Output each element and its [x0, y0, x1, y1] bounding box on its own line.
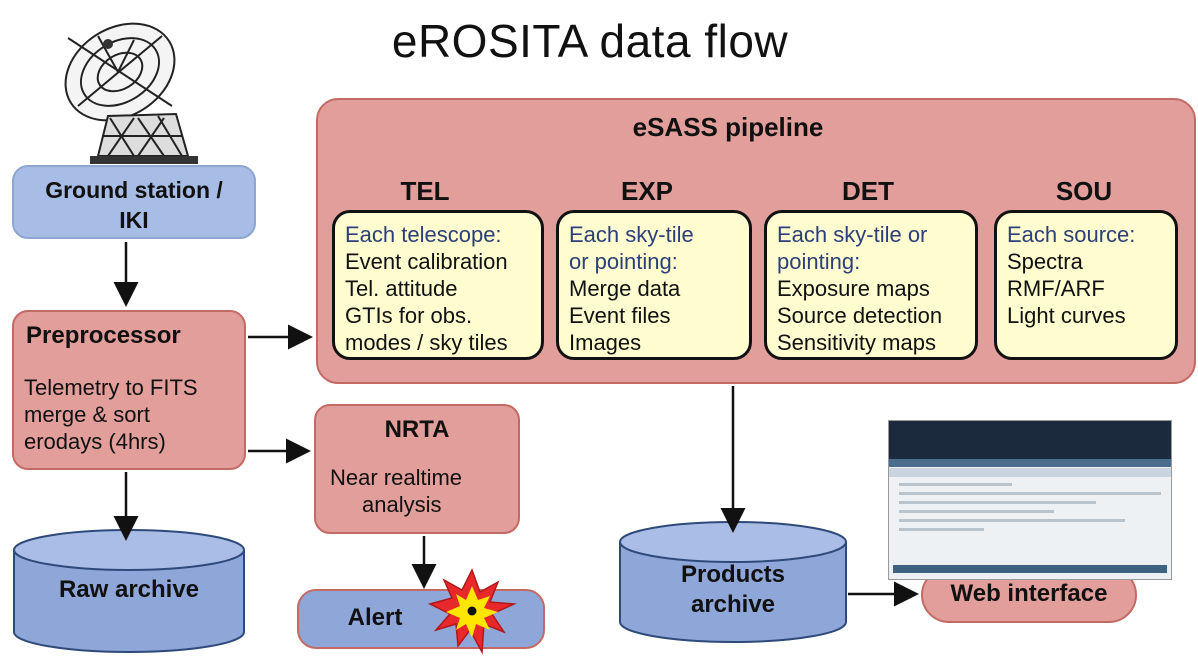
- stage-line: Spectra: [1007, 249, 1083, 274]
- nrta-line: Near realtime: [330, 465, 463, 490]
- stage-heading: Each sky-tile: [569, 222, 694, 247]
- products-archive-cylinder: [619, 521, 847, 643]
- stage-box-exp: Each sky-tile or pointing: Merge data Ev…: [556, 210, 752, 360]
- explosion-icon: [427, 568, 517, 655]
- stage-line: Source detection: [777, 303, 943, 328]
- preprocessor-box: Preprocessor Telemetry to FITS merge & s…: [12, 310, 246, 470]
- screenshot-text-line: [899, 492, 1161, 495]
- pipeline-label: eSASS pipeline: [632, 112, 824, 142]
- products-archive-line2: archive: [690, 591, 776, 618]
- stage-line: RMF/ARF: [1007, 276, 1105, 301]
- stage-box-sou: Each source: Spectra RMF/ARF Light curve…: [994, 210, 1178, 360]
- esass-pipeline-box: eSASS pipeline TEL Each telescope: Event…: [316, 98, 1196, 384]
- stage-line: Exposure maps: [777, 276, 930, 301]
- screenshot-footer: [893, 565, 1167, 573]
- raw-archive-cylinder: [13, 529, 245, 653]
- page-title: eROSITA data flow: [391, 15, 789, 67]
- ground-station-label-line1: Ground station /: [45, 177, 223, 203]
- stage-title-exp: EXP: [620, 176, 674, 206]
- stage-box-det: Each sky-tile or pointing: Exposure maps…: [764, 210, 978, 360]
- products-archive-line1: Products: [680, 561, 785, 588]
- stage-title-sou: SOU: [1055, 176, 1113, 206]
- stage-heading: or pointing:: [569, 249, 678, 274]
- screenshot-text-line: [899, 501, 1097, 504]
- web-interface-label: Web interface: [950, 580, 1108, 607]
- stage-line: Event calibration: [345, 249, 508, 274]
- radio-telescope-icon: [64, 22, 198, 164]
- nrta-box: NRTA Near realtime analysis: [314, 404, 520, 534]
- ground-station-box: Ground station / IKI: [12, 165, 256, 239]
- screenshot-text-line: [899, 483, 1012, 486]
- preprocessor-line: Telemetry to FITS: [24, 375, 198, 400]
- stage-line: Tel. attitude: [345, 276, 458, 301]
- screenshot-nav-bar: [889, 468, 1171, 477]
- products-archive-label: Products archive: [620, 560, 846, 620]
- preprocessor-label: Preprocessor: [26, 322, 181, 349]
- stage-line: Event files: [569, 303, 671, 328]
- stage-line: Merge data: [569, 276, 681, 301]
- raw-archive-label: Raw archive: [58, 576, 200, 603]
- stage-heading: Each source:: [1007, 222, 1136, 247]
- stage-heading: pointing:: [777, 249, 861, 274]
- stage-title-tel: TEL: [400, 176, 450, 206]
- stage-line: GTIs for obs.: [345, 303, 473, 328]
- screenshot-text-line: [899, 519, 1125, 522]
- preprocessor-line: merge & sort: [24, 402, 150, 427]
- stage-line: Light curves: [1007, 303, 1126, 328]
- stage-line: Images: [569, 330, 642, 355]
- stage-box-tel: Each telescope: Event calibration Tel. a…: [332, 210, 544, 360]
- nrta-label: NRTA: [384, 416, 450, 443]
- screenshot-text-line: [899, 510, 1055, 513]
- stage-line: modes / sky tiles: [345, 330, 508, 355]
- screenshot-banner: [889, 421, 1171, 459]
- stage-heading: Each telescope:: [345, 222, 502, 247]
- web-interface-screenshot: [888, 420, 1172, 580]
- alert-label: Alert: [347, 604, 403, 631]
- ground-station-label-line2: IKI: [119, 207, 149, 233]
- stage-line: Sensitivity maps: [777, 330, 936, 355]
- screenshot-text-line: [899, 528, 984, 531]
- nrta-line: analysis: [362, 492, 442, 517]
- stage-heading: Each sky-tile or: [777, 222, 928, 247]
- stage-title-det: DET: [842, 176, 894, 206]
- screenshot-title-bar: [889, 459, 1171, 467]
- preprocessor-line: erodays (4hrs): [24, 429, 166, 454]
